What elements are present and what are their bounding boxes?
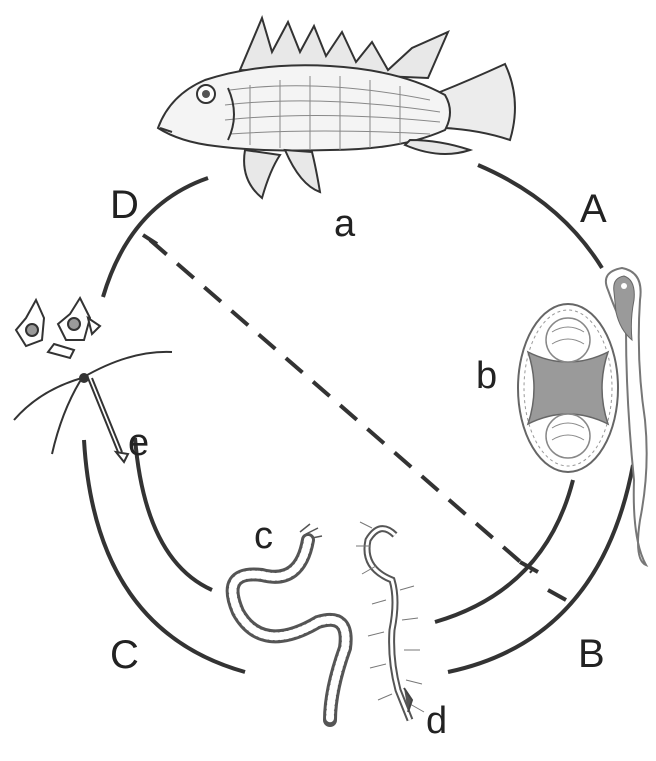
organism-label-a: a <box>334 203 356 245</box>
worm-d-illustration <box>356 522 424 720</box>
myxospores-illustration <box>16 298 100 358</box>
stage-label-d: D <box>110 183 139 227</box>
arc-stage-b-inner <box>435 480 573 622</box>
stage-label-b: B <box>578 632 605 676</box>
organism-label-b: b <box>476 355 497 397</box>
arc-tick-b-outer <box>548 590 566 600</box>
organism-label-d: d <box>426 700 447 742</box>
stage-label-c: C <box>110 633 139 677</box>
arc-stage-c-outer <box>84 440 245 672</box>
organism-label-e: e <box>128 422 149 464</box>
organism-label-c: c <box>254 515 273 557</box>
dashed-shortcut-line <box>150 240 532 572</box>
arc-stage-b-outer <box>448 465 633 672</box>
stage-label-a: A <box>580 187 607 231</box>
fish-illustration <box>158 18 515 198</box>
worm-c-illustration <box>233 524 346 720</box>
egg-illustration <box>518 304 618 472</box>
